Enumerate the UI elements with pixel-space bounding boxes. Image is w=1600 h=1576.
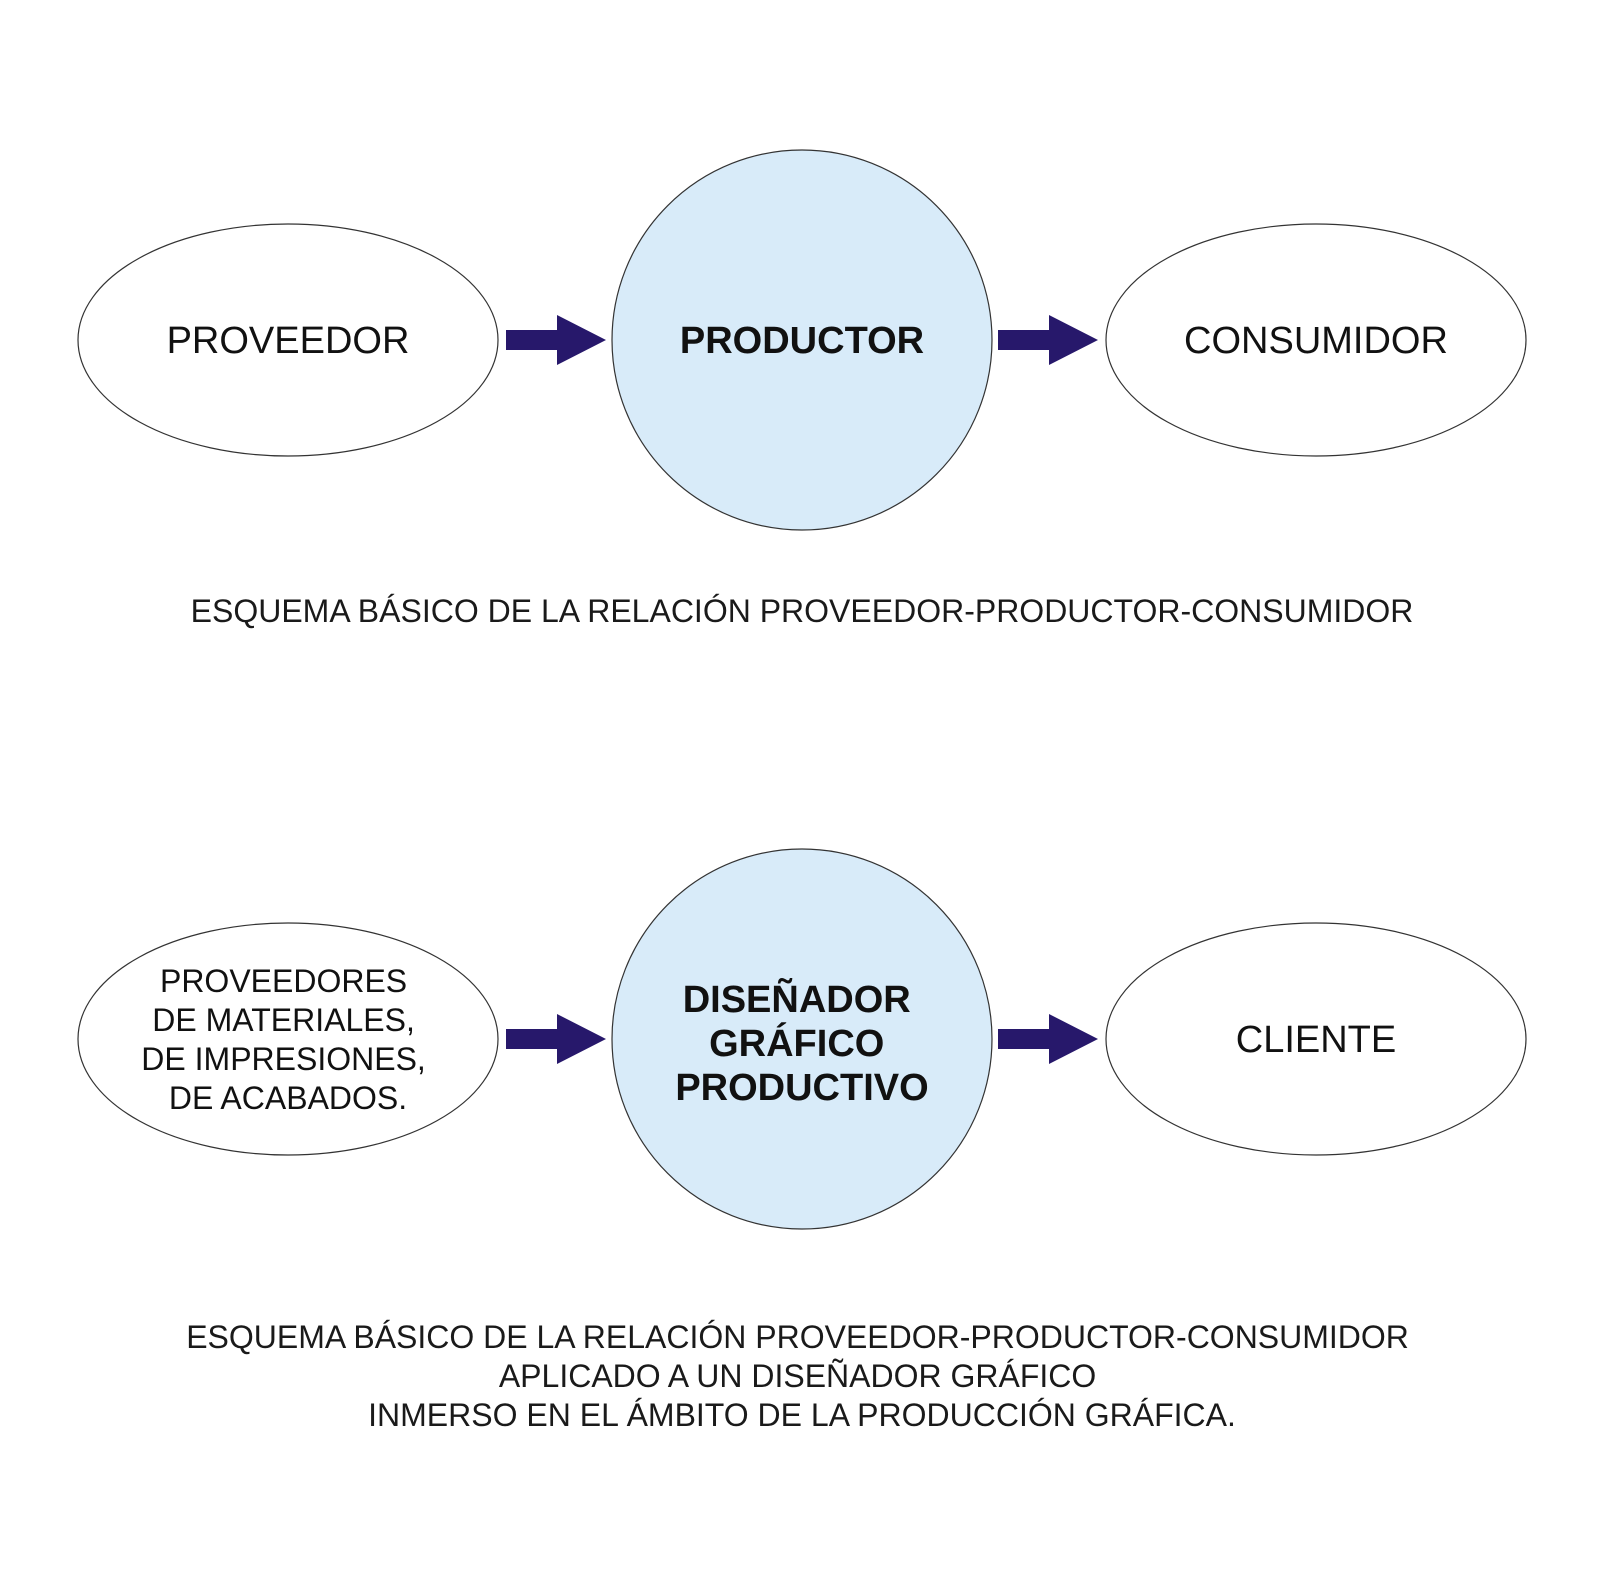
- node-proveedores-label: PROVEEDORES DE MATERIALES, DE IMPRESIONE…: [141, 963, 434, 1116]
- diagram-1: PROVEEDOR PRODUCTOR CONSUMIDOR ESQUEMA B…: [77, 149, 1527, 629]
- node-consumidor-shape: [1105, 223, 1527, 457]
- node-cliente-shape: [1105, 922, 1527, 1156]
- node-cliente-label: CLIENTE: [1236, 1019, 1396, 1061]
- arrow-proveedor-to-productor: [506, 315, 606, 365]
- node-proveedor-label: PROVEEDOR: [167, 320, 410, 362]
- node-productor-shape: [611, 149, 993, 531]
- node-proveedor-shape: [77, 223, 499, 457]
- node-consumidor-label: CONSUMIDOR: [1184, 320, 1448, 362]
- node-proveedores-shape: [77, 922, 499, 1156]
- arrow-proveedores-to-disenador: [506, 1014, 606, 1064]
- node-disenador-shape: [611, 848, 993, 1230]
- diagram-2: PROVEEDORES DE MATERIALES, DE IMPRESIONE…: [77, 848, 1527, 1433]
- caption-1: ESQUEMA BÁSICO DE LA RELACIÓN PROVEEDOR-…: [191, 593, 1414, 629]
- node-disenador-label: DISEÑADOR GRÁFICO PRODUCTIVO: [675, 977, 928, 1109]
- arrow-disenador-to-cliente: [998, 1014, 1098, 1064]
- arrow-productor-to-consumidor: [998, 315, 1098, 365]
- node-productor-label: PRODUCTOR: [680, 320, 924, 362]
- caption-2: ESQUEMA BÁSICO DE LA RELACIÓN PROVEEDOR-…: [186, 1319, 1418, 1433]
